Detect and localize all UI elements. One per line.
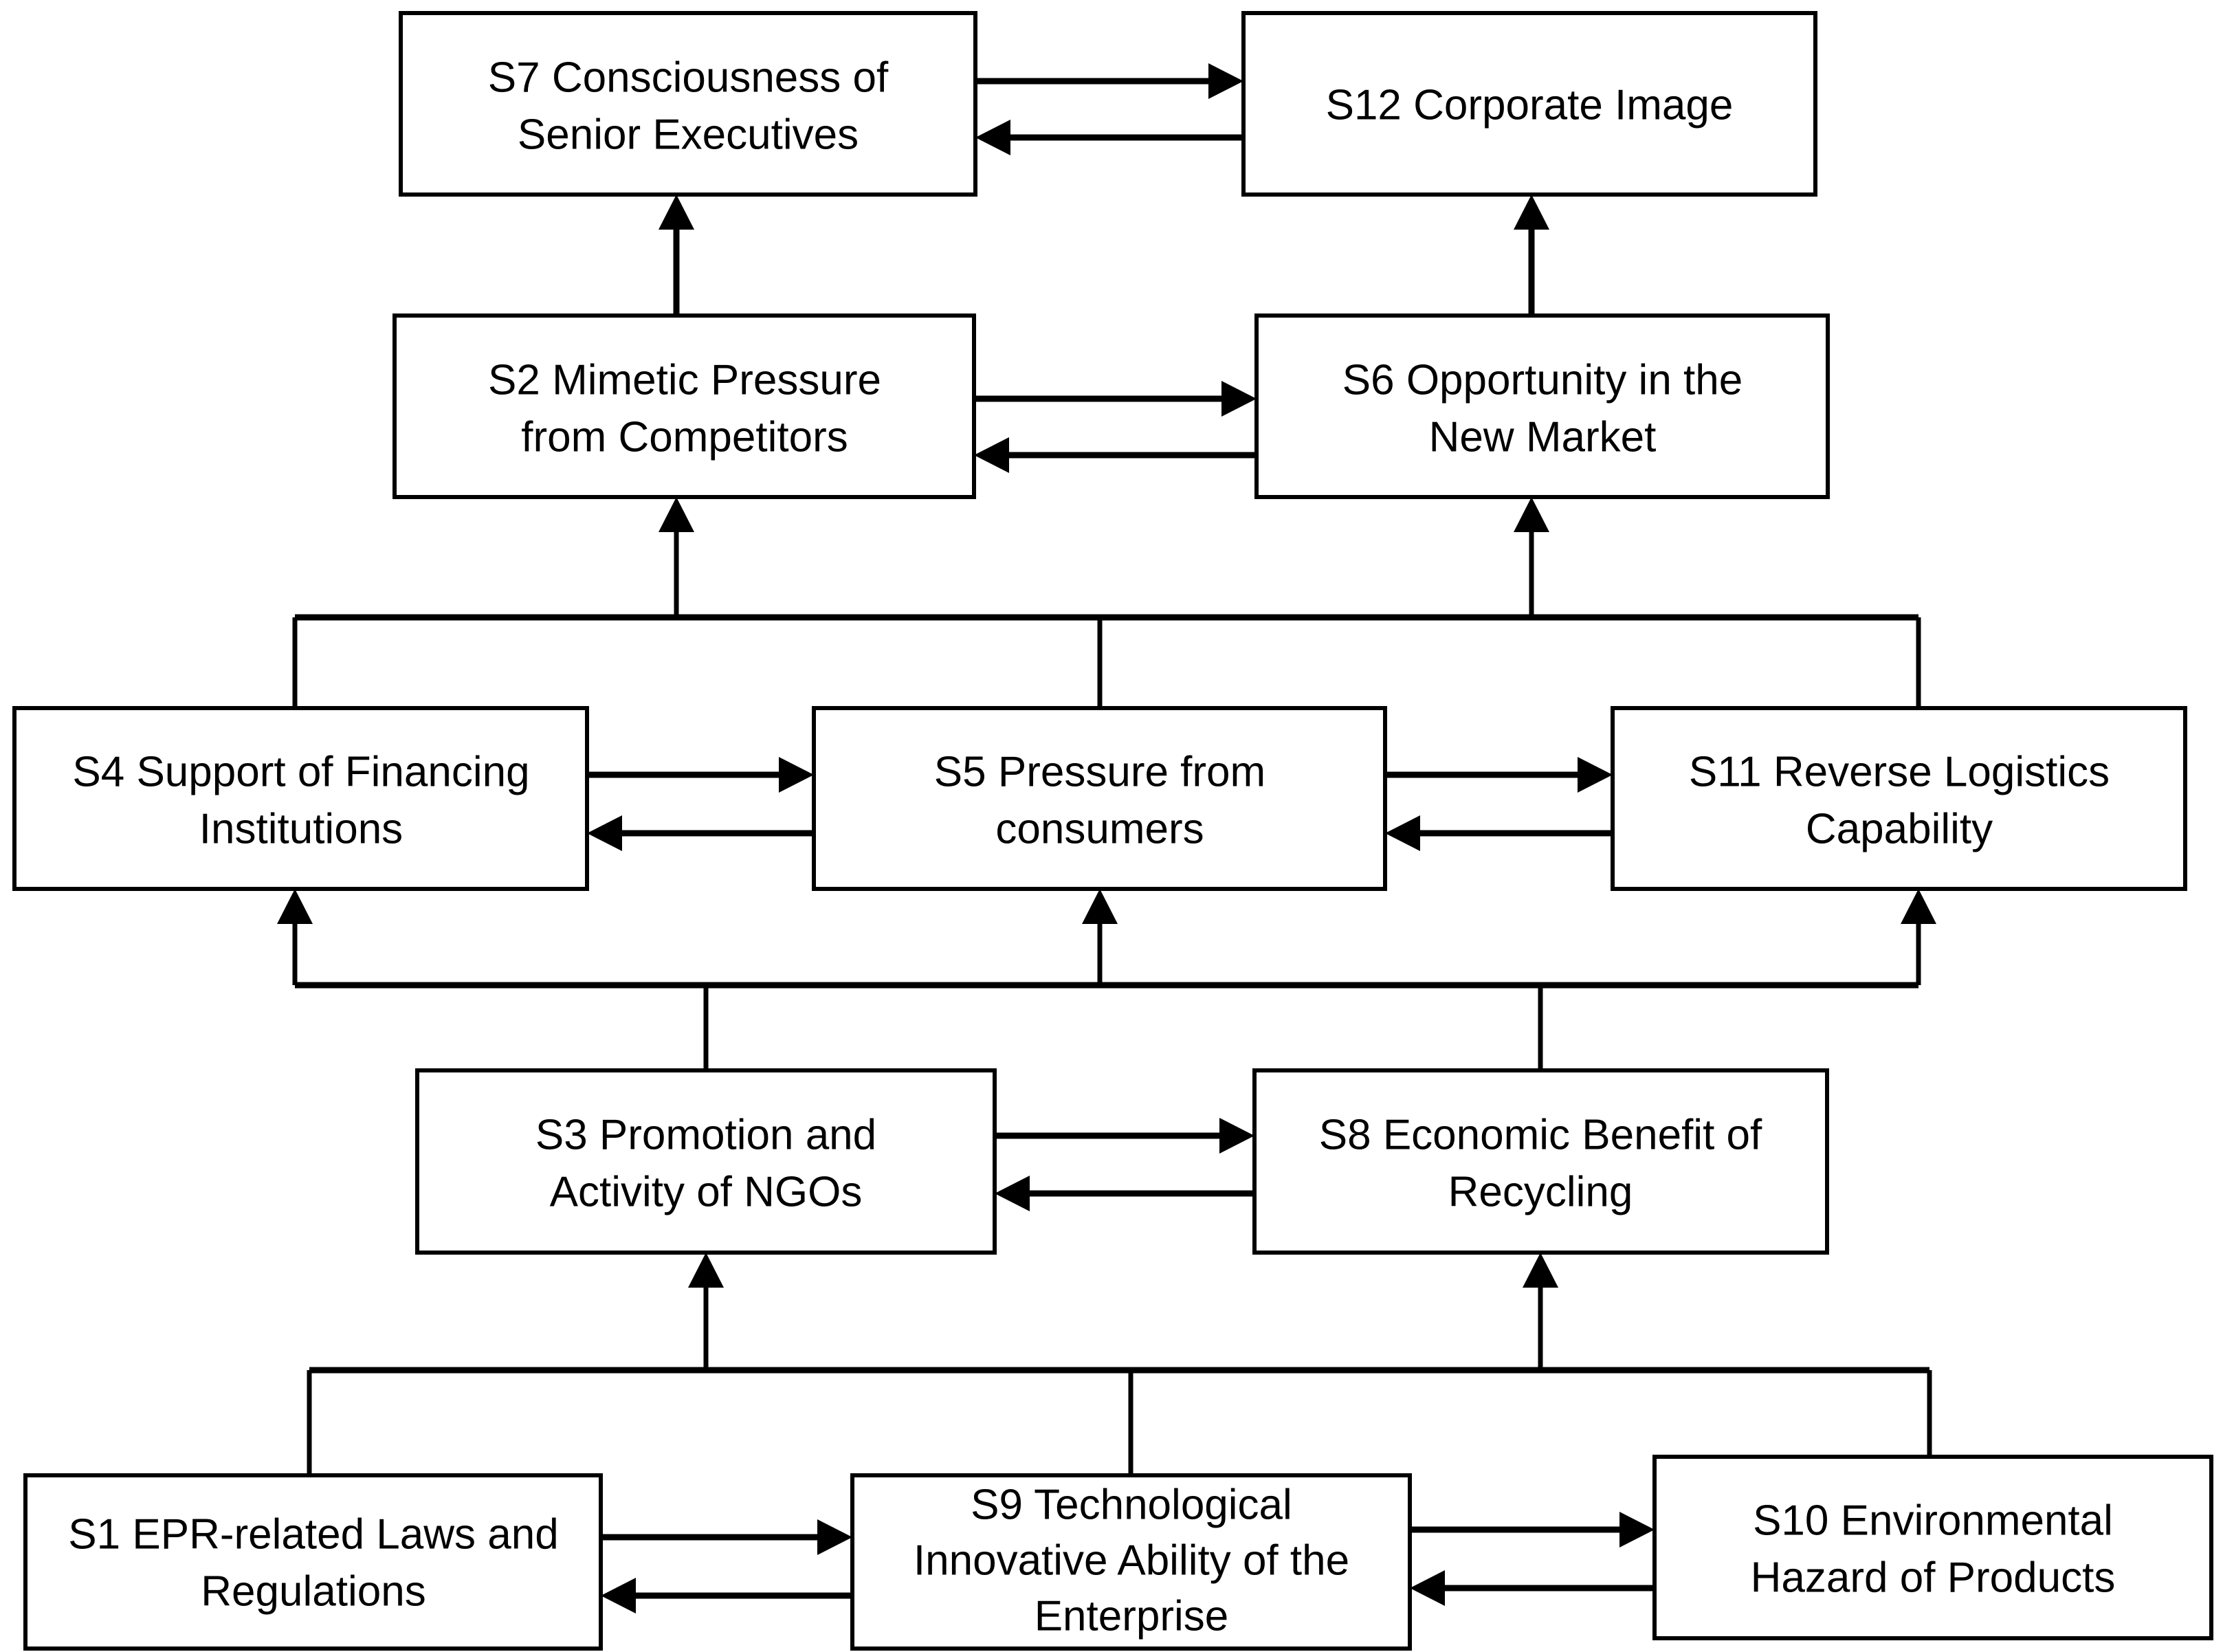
node-s7-label-line-2: Senior Executives bbox=[518, 111, 859, 158]
node-s1-label-line-1: S1 EPR-related Laws and bbox=[68, 1510, 558, 1558]
node-s2[interactable]: S2 Mimetic Pressure from Competitors bbox=[392, 313, 976, 499]
nodes-layer: S7 Consciousness of Senior Executives S1… bbox=[12, 11, 2213, 1651]
node-s7[interactable]: S7 Consciousness of Senior Executives bbox=[399, 11, 977, 197]
node-s6-label-line-1: S6 Opportunity in the bbox=[1342, 356, 1743, 404]
node-s1-label-line-2: Regulations bbox=[201, 1567, 425, 1615]
node-s10-box[interactable] bbox=[1652, 1455, 2213, 1640]
node-s10-label-line-2: Hazard of Products bbox=[1751, 1554, 2116, 1601]
bus-bottom-level5-to-level4 bbox=[307, 1253, 1932, 1475]
node-s6-label-line-2: New Market bbox=[1429, 413, 1657, 461]
node-s1[interactable]: S1 EPR-related Laws and Regulations bbox=[23, 1473, 603, 1651]
node-s4-label-line-1: S4 Support of Financing bbox=[72, 748, 529, 795]
node-s6[interactable]: S6 Opportunity in the New Market bbox=[1254, 313, 1830, 499]
node-s8-label-line-1: S8 Economic Benefit of bbox=[1319, 1111, 1762, 1158]
node-s11[interactable]: S11 Reverse Logistics Capability bbox=[1611, 706, 2187, 891]
node-s2-label-line-2: from Competitors bbox=[521, 413, 848, 461]
node-s11-label-line-1: S11 Reverse Logistics bbox=[1689, 748, 2110, 795]
node-s7-box[interactable] bbox=[399, 11, 977, 197]
node-s9[interactable]: S9 Technological Innovative Ability of t… bbox=[850, 1473, 1412, 1651]
node-s4-box[interactable] bbox=[12, 706, 589, 891]
edge-s3-s8-right bbox=[995, 1118, 1254, 1154]
node-s3[interactable]: S3 Promotion and Activity of NGOs bbox=[415, 1068, 997, 1255]
edge-s9-s1-left bbox=[601, 1578, 852, 1614]
node-s9-label-line-2: Innovative Ability of the bbox=[914, 1537, 1349, 1584]
edge-s2-s7-up bbox=[659, 195, 694, 316]
edge-s10-s9-left bbox=[1410, 1570, 1655, 1606]
node-s3-label-line-2: Activity of NGOs bbox=[550, 1168, 863, 1215]
node-s5-label-line-2: consumers bbox=[995, 805, 1204, 852]
node-s10-label-line-1: S10 Environmental bbox=[1753, 1497, 2113, 1544]
edge-s6-s12-up bbox=[1514, 195, 1549, 316]
node-s5[interactable]: S5 Pressure from consumers bbox=[812, 706, 1387, 891]
edge-s1-s9-right bbox=[601, 1519, 852, 1555]
node-s10[interactable]: S10 Environmental Hazard of Products bbox=[1652, 1455, 2213, 1640]
node-s6-box[interactable] bbox=[1254, 313, 1830, 499]
node-s4-label-line-2: Institutions bbox=[199, 805, 403, 852]
node-s3-label-line-1: S3 Promotion and bbox=[535, 1111, 876, 1158]
edge-s12-s7-left bbox=[975, 120, 1243, 155]
node-s5-label-line-1: S5 Pressure from bbox=[934, 748, 1265, 795]
node-s12-box[interactable] bbox=[1241, 11, 1817, 197]
node-s2-label-line-1: S2 Mimetic Pressure bbox=[488, 356, 881, 404]
bus-upper-level3-to-level2 bbox=[292, 497, 1921, 708]
edge-s7-s12-right bbox=[975, 63, 1243, 99]
node-s2-box[interactable] bbox=[392, 313, 976, 499]
node-s5-box[interactable] bbox=[812, 706, 1387, 891]
node-s11-box[interactable] bbox=[1611, 706, 2187, 891]
edge-s6-s2-left bbox=[974, 437, 1257, 473]
node-s11-label-line-2: Capability bbox=[1806, 805, 1993, 852]
node-s12-label-line-1: S12 Corporate Image bbox=[1326, 81, 1734, 129]
edge-s4-s5-right bbox=[587, 757, 814, 793]
edge-s11-s5-left bbox=[1385, 815, 1613, 851]
node-s4[interactable]: S4 Support of Financing Institutions bbox=[12, 706, 589, 891]
edge-s8-s3-left bbox=[995, 1176, 1254, 1211]
node-s1-box[interactable] bbox=[23, 1473, 603, 1651]
edge-s5-s11-right bbox=[1385, 757, 1613, 793]
node-s8[interactable]: S8 Economic Benefit of Recycling bbox=[1252, 1068, 1829, 1255]
node-s8-label-line-2: Recycling bbox=[1448, 1168, 1633, 1215]
node-s3-box[interactable] bbox=[415, 1068, 997, 1255]
node-s12[interactable]: S12 Corporate Image bbox=[1241, 11, 1817, 197]
connectors-layer bbox=[277, 63, 1936, 1614]
node-s7-label-line-1: S7 Consciousness of bbox=[488, 54, 889, 101]
edge-s5-s4-left bbox=[587, 815, 814, 851]
node-s9-label-line-1: S9 Technological bbox=[971, 1481, 1292, 1528]
edge-s2-s6-right bbox=[974, 381, 1257, 417]
node-s9-box[interactable] bbox=[850, 1473, 1412, 1651]
node-s9-label-line-3: Enterprise bbox=[1035, 1592, 1229, 1640]
edge-s9-s10-right bbox=[1410, 1512, 1655, 1548]
bus-lower-level4-to-level3 bbox=[277, 889, 1936, 1070]
node-s8-box[interactable] bbox=[1252, 1068, 1829, 1255]
